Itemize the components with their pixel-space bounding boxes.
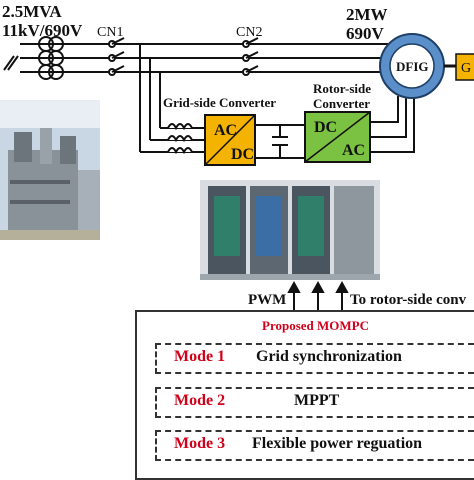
mode-1-desc: Grid synchronization [256, 348, 402, 365]
cn1-label: CN1 [97, 25, 123, 40]
mode-3-desc: Flexible power reguation [252, 435, 423, 452]
rotor-side-label-line1: Rotor-side [313, 81, 371, 96]
mode-1-box [155, 343, 474, 374]
bus-lines [3, 43, 420, 73]
generator-voltage: 690V [346, 24, 385, 43]
grid-side-converter [204, 114, 256, 166]
rotor-converter-dc: DC [314, 119, 337, 136]
mode-3-label: Mode 3 [174, 435, 226, 452]
gearbox-label: G [461, 61, 471, 76]
grid-side-converter-label: Grid-side Converter [163, 95, 276, 110]
cn1-switch [108, 37, 125, 76]
cn2-label: CN2 [236, 25, 262, 40]
cn2-switch [242, 37, 259, 76]
to-rotor-label: To rotor-side conv [350, 292, 467, 308]
transformer-voltage: 11kV/690V [2, 21, 83, 40]
dfig-label: DFIG [396, 59, 429, 74]
control-arrows [287, 280, 349, 310]
rotor-side-converter [304, 111, 371, 163]
rotor-wiring [370, 96, 415, 153]
gearbox [444, 53, 474, 81]
grid-converter-dc: DC [231, 146, 254, 163]
converter-cabinet-photo [200, 180, 380, 280]
mode-1-label: Mode 1 [174, 348, 226, 365]
mode-3-box [155, 430, 474, 461]
controller-title: Proposed MOMPC [262, 318, 369, 333]
pwm-label: PWM [248, 292, 286, 308]
transformer-symbol [38, 36, 64, 80]
mode-2-box [155, 387, 474, 418]
transformer-rating: 2.5MVA [2, 2, 62, 21]
dc-link [255, 124, 305, 159]
rotor-converter-ac: AC [342, 142, 365, 159]
dfig-machine [379, 33, 445, 99]
grid-converter-ac: AC [214, 122, 237, 139]
rotor-side-label-line2: Converter [313, 96, 370, 111]
transformer-photo [0, 100, 100, 240]
mode-2-desc: MPPT [294, 392, 340, 409]
generator-rating: 2MW [346, 5, 388, 24]
mode-2-label: Mode 2 [174, 392, 226, 409]
filter-inductors [167, 123, 193, 155]
